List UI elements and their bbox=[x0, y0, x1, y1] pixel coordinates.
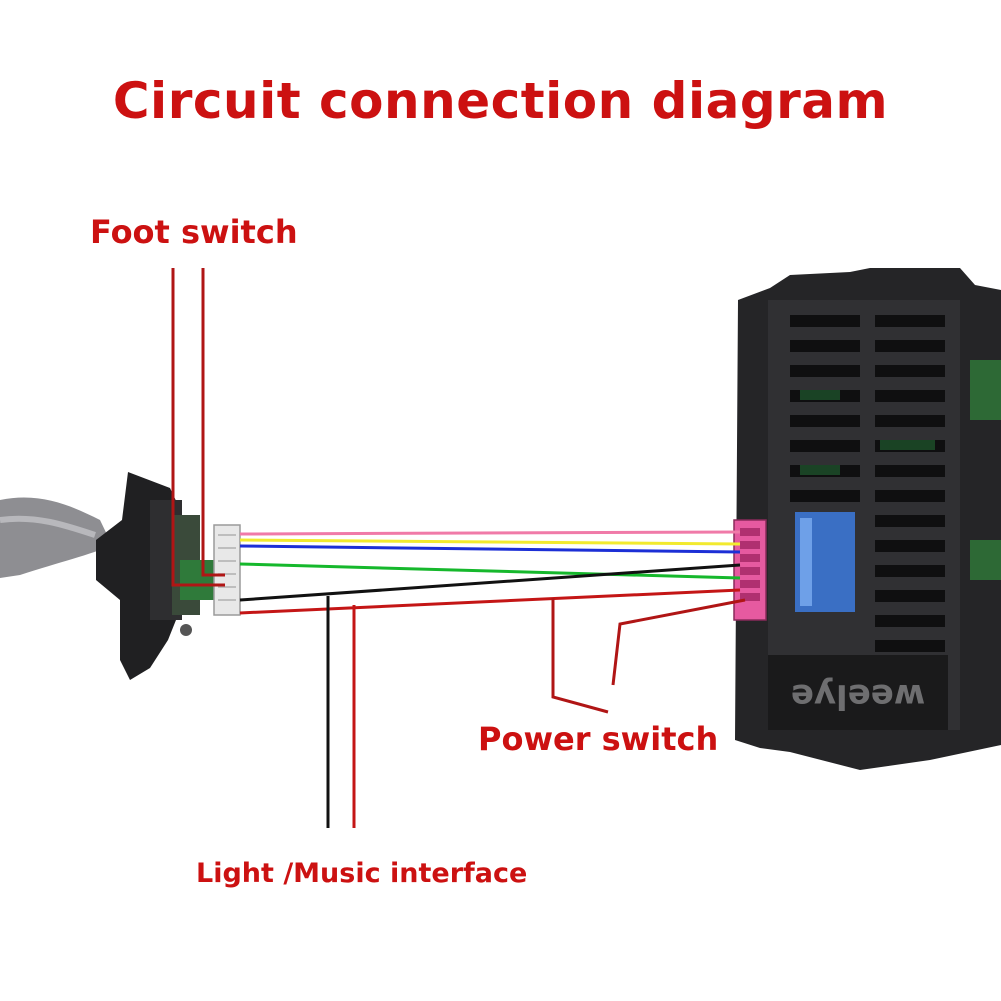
wire-green bbox=[239, 562, 741, 580]
foot-switch-label: Foot switch bbox=[90, 213, 298, 251]
pedal-stem bbox=[0, 497, 112, 578]
foot-switch-leaders bbox=[171, 268, 225, 587]
controller-pcb-glimpses bbox=[800, 390, 935, 475]
light-music-label: Light /Music interface bbox=[196, 858, 528, 889]
wire-pink bbox=[239, 530, 741, 536]
power-switch-leaders bbox=[551, 598, 746, 714]
wire-bundle bbox=[239, 530, 741, 615]
wire-blue bbox=[239, 544, 741, 554]
controller-box: weelye bbox=[733, 268, 1001, 770]
foot-pedal bbox=[0, 472, 241, 680]
pedal-connector bbox=[213, 524, 241, 616]
pedal-screw bbox=[180, 624, 192, 636]
wire-yellow bbox=[239, 538, 741, 546]
relay-highlight bbox=[800, 518, 812, 606]
controller-connector-pins bbox=[740, 528, 760, 601]
power-switch-label: Power switch bbox=[478, 720, 719, 758]
diagram-title: Circuit connection diagram bbox=[112, 72, 889, 130]
pedal-stem-highlight bbox=[0, 515, 96, 538]
wire-red bbox=[239, 588, 741, 615]
wire-black bbox=[239, 563, 741, 602]
brand-text: weelye bbox=[791, 676, 925, 716]
brand-plate bbox=[768, 655, 948, 730]
side-pcb-2 bbox=[970, 540, 1001, 580]
side-pcb-1 bbox=[970, 360, 1001, 420]
light-music-leaders bbox=[326, 596, 356, 828]
